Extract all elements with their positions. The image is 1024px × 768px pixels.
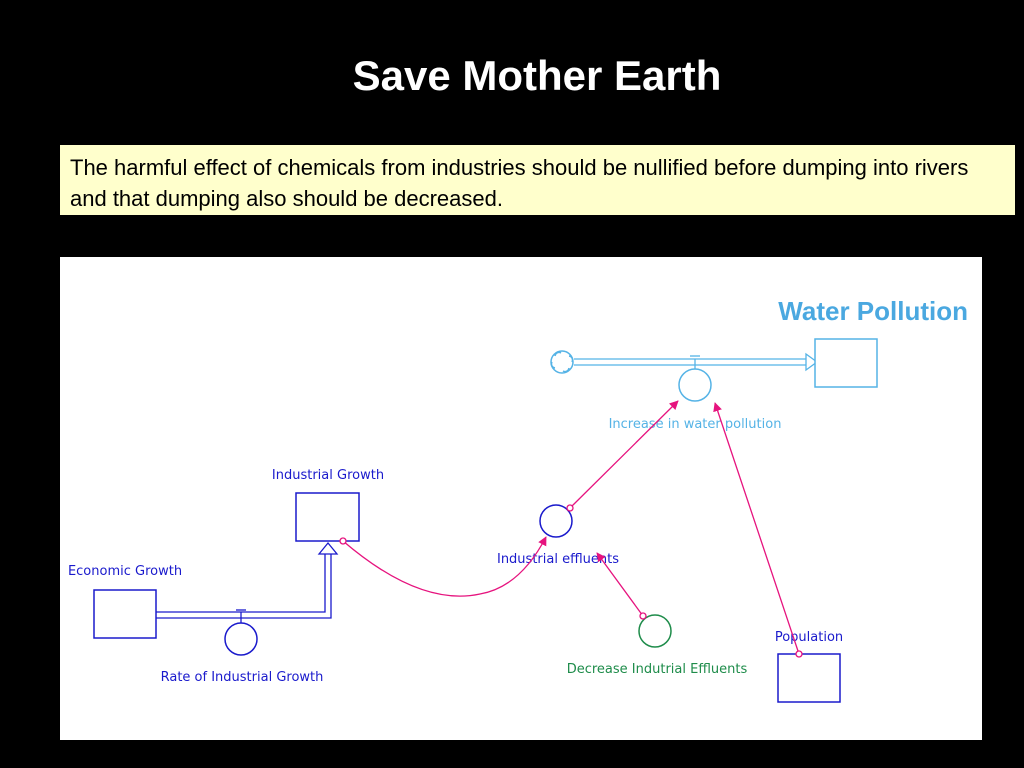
slide-title: Save Mother Earth bbox=[352, 52, 722, 99]
rate-industrial-growth-valve bbox=[224, 622, 258, 656]
diagram-title: Water Pollution bbox=[778, 296, 968, 326]
connector-origin-dot bbox=[795, 650, 803, 658]
cloud-source-icon bbox=[550, 350, 574, 374]
industrial-effluents-converter bbox=[539, 504, 573, 538]
decrease-effluents-label: Decrease Indutrial Effluents bbox=[567, 662, 748, 677]
connector-origin-dot bbox=[339, 537, 347, 545]
connector-effluents-to-pollution bbox=[569, 400, 679, 509]
connector-population-to-pollution bbox=[713, 402, 800, 655]
population-label: Population bbox=[775, 630, 843, 645]
water-pollution-stock bbox=[814, 338, 878, 388]
industrial-growth-stock bbox=[295, 492, 360, 542]
slide-note: The harmful effect of chemicals from ind… bbox=[60, 145, 1015, 215]
industrial-growth-flow-pipe bbox=[156, 541, 339, 623]
industrial-growth-label: Industrial Growth bbox=[272, 468, 384, 483]
water-pollution-flow-pipe bbox=[574, 352, 819, 372]
economic-growth-label: Economic Growth bbox=[68, 564, 182, 579]
economic-growth-stock bbox=[93, 589, 157, 639]
rate-industrial-growth-label: Rate of Industrial Growth bbox=[161, 670, 324, 685]
connector-industrial-growth-to-effluents bbox=[342, 536, 547, 597]
population-stock bbox=[777, 653, 841, 703]
stock-flow-diagram: Water Pollution Increase in water pollut… bbox=[60, 257, 982, 740]
connector-origin-dot bbox=[639, 612, 647, 620]
decrease-effluents-converter bbox=[638, 614, 672, 648]
increase-water-pollution-label: Increase in water pollution bbox=[609, 417, 782, 432]
connector-origin-dot bbox=[566, 504, 574, 512]
increase-water-pollution-valve bbox=[678, 368, 712, 402]
connector-decrease-to-effluents bbox=[596, 552, 644, 617]
diagram-canvas: Water Pollution Increase in water pollut… bbox=[68, 296, 968, 703]
industrial-effluents-label: Industrial effluents bbox=[497, 552, 619, 567]
